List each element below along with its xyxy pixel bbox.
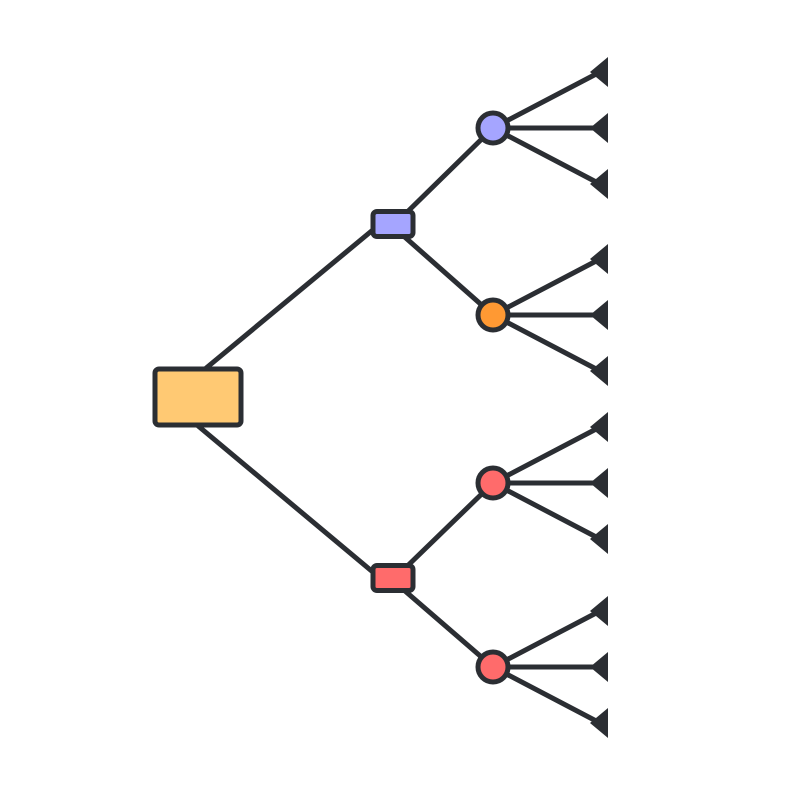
end-node-triangle-icon bbox=[590, 113, 608, 143]
edge-line bbox=[490, 608, 603, 670]
end-node-triangle-icon bbox=[590, 468, 608, 498]
edge-line bbox=[202, 221, 383, 372]
end-node-triangle-icon bbox=[590, 57, 608, 87]
edge-line bbox=[490, 125, 603, 187]
edge-line bbox=[392, 125, 496, 227]
end-node-triangle-icon bbox=[590, 169, 608, 199]
end-node-triangle-icon bbox=[590, 356, 608, 386]
root-decision-node-icon bbox=[152, 366, 244, 428]
decision-node-rect-icon bbox=[370, 209, 416, 239]
end-node-triangle-icon bbox=[590, 300, 608, 330]
nodes bbox=[152, 57, 608, 738]
edge-line bbox=[387, 221, 496, 318]
end-node-triangle-icon bbox=[590, 524, 608, 554]
edge-line bbox=[490, 664, 603, 726]
edge-line bbox=[490, 480, 603, 542]
edge-line bbox=[490, 69, 603, 131]
chance-node-circle-icon bbox=[475, 649, 511, 685]
edge-line bbox=[490, 312, 603, 374]
edge-line bbox=[490, 256, 603, 318]
edge-line bbox=[490, 424, 603, 486]
chance-node-circle-icon bbox=[475, 297, 511, 333]
decision-node-rect-icon bbox=[370, 563, 416, 593]
end-node-triangle-icon bbox=[590, 652, 608, 682]
end-node-triangle-icon bbox=[590, 244, 608, 274]
end-node-triangle-icon bbox=[590, 708, 608, 738]
end-node-triangle-icon bbox=[590, 596, 608, 626]
edges bbox=[194, 69, 603, 726]
edge-line bbox=[392, 480, 496, 581]
chance-node-circle-icon bbox=[475, 465, 511, 501]
chance-node-circle-icon bbox=[475, 110, 511, 146]
end-node-triangle-icon bbox=[590, 412, 608, 442]
edge-line bbox=[194, 422, 383, 581]
